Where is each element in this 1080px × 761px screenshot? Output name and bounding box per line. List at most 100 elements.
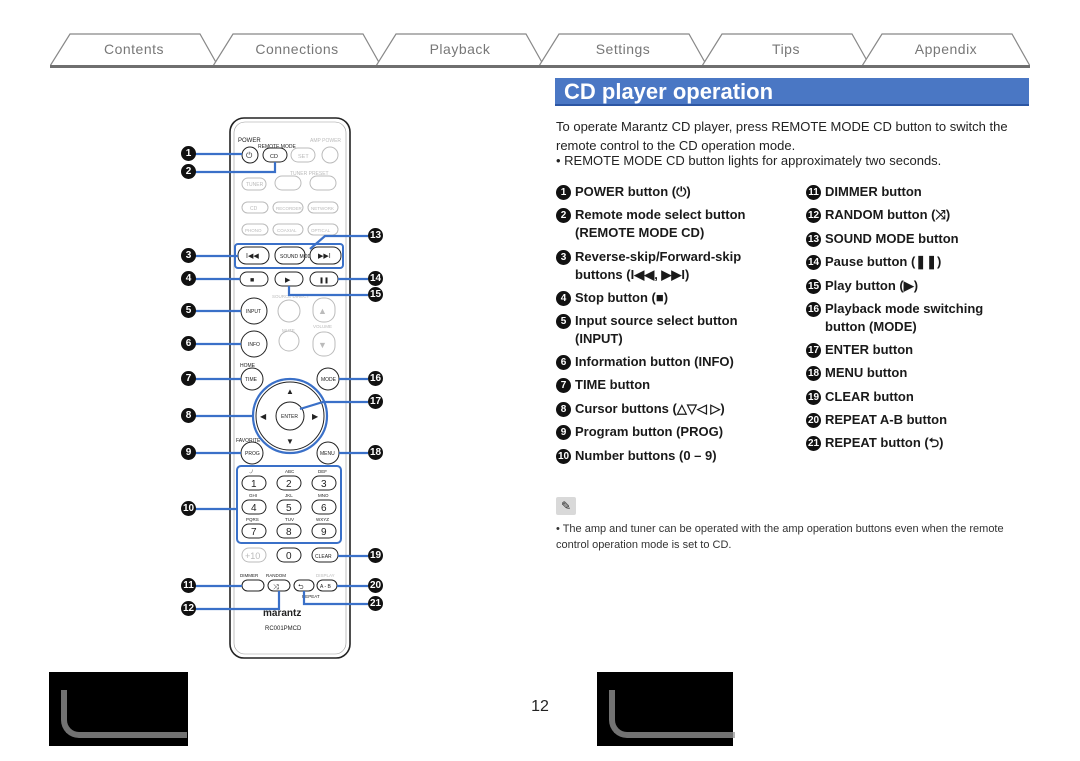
callout-15: 15 [368, 287, 383, 302]
legend-text-cont: (REMOTE MODE CD) [575, 225, 705, 240]
key-label: 0 [286, 551, 292, 562]
cursor-up-icon[interactable]: ▲ [286, 387, 294, 396]
dimmer-label: DIMMER [240, 573, 259, 578]
callout-20: 20 [368, 578, 383, 593]
plus10-button[interactable] [241, 547, 267, 563]
key-4[interactable] [241, 499, 267, 515]
volume-down-button[interactable] [312, 331, 336, 357]
input-label: INPUT [246, 309, 261, 315]
back-button[interactable] [49, 672, 188, 746]
coaxial-button[interactable] [272, 223, 304, 236]
pencil-icon: ✎ [556, 497, 576, 515]
repeat-button[interactable] [293, 579, 315, 592]
callout-number: 6 [556, 355, 571, 370]
volume-up-button[interactable] [312, 297, 336, 323]
key-0[interactable] [276, 547, 302, 563]
legend-text: Cursor buttons (△▽◁ ▷) [575, 401, 725, 416]
key-5[interactable] [276, 499, 302, 515]
key-label: 2 [286, 479, 292, 490]
legend-text: Remote mode select button [575, 207, 746, 222]
key-3[interactable] [311, 475, 337, 491]
legend-text: ENTER button [825, 342, 914, 357]
amp-power-button[interactable] [321, 146, 339, 164]
back-arrow-graphic [61, 690, 187, 738]
tuner-button[interactable] [241, 177, 267, 191]
source-direct-label: SOURCE DIRECT [272, 294, 310, 299]
legend-text: CLEAR button [825, 389, 914, 404]
cursor-down-icon[interactable]: ▼ [286, 437, 294, 446]
home-label: HOME [240, 363, 256, 369]
callout-11: 11 [181, 578, 196, 593]
cursor-right-icon[interactable]: ▶ [312, 412, 319, 421]
recorder-button[interactable] [272, 201, 304, 214]
mute-button[interactable] [278, 330, 300, 352]
preset-up-button[interactable] [309, 175, 337, 191]
key-7[interactable] [241, 523, 267, 539]
number-pad: .,/ ABC DEF 1 2 3 GHI JKL MNO 4 5 6 PQRS… [241, 469, 337, 539]
key-9[interactable] [311, 523, 337, 539]
tuner-label: TUNER [246, 182, 264, 188]
sound-mode-button[interactable] [274, 246, 306, 265]
source-cd-button[interactable] [241, 201, 269, 214]
mute-label: MUTE [282, 328, 295, 333]
callout-19: 19 [368, 548, 383, 563]
tab-outline [213, 33, 381, 67]
random-button[interactable] [267, 579, 291, 592]
network-button[interactable] [307, 201, 339, 214]
intro-paragraph: To operate Marantz CD player, press REMO… [556, 119, 1008, 153]
tab-playback[interactable]: Playback [376, 32, 544, 67]
optical-button[interactable] [307, 223, 339, 236]
skip-forward-button[interactable] [309, 246, 342, 265]
legend-text: Reverse-skip/Forward-skip [575, 249, 742, 264]
callout-21: 21 [368, 596, 383, 611]
legend-text: Input source select button [575, 313, 738, 328]
tab-outline [50, 33, 218, 67]
callout-3: 3 [181, 248, 196, 263]
key-letters: MNO [318, 493, 329, 498]
tab-connections[interactable]: Connections [213, 32, 381, 67]
ab-label: A - B [320, 584, 332, 590]
callout-8: 8 [181, 408, 196, 423]
key-label: 4 [251, 503, 257, 514]
display-label: DISPLAY [316, 573, 335, 578]
repeat-icon: ⮌ [298, 583, 304, 591]
source-direct-button[interactable] [277, 299, 301, 323]
tab-contents[interactable]: Contents [50, 32, 218, 67]
phono-button[interactable] [241, 223, 269, 236]
callout-2: 2 [181, 164, 196, 179]
legend-text: Pause button (❚❚) [825, 254, 942, 269]
enter-button[interactable] [275, 401, 305, 431]
legend-text: Program button (PROG) [575, 424, 724, 439]
tab-tips[interactable]: Tips [702, 32, 870, 67]
callout-number: 4 [556, 291, 571, 306]
callout-7: 7 [181, 371, 196, 386]
cursor-left-icon[interactable]: ◀ [260, 412, 267, 421]
tab-settings[interactable]: Settings [539, 32, 707, 67]
key-8[interactable] [276, 523, 302, 539]
forward-button[interactable] [597, 672, 735, 746]
key-2[interactable] [276, 475, 302, 491]
set-button[interactable] [290, 147, 316, 163]
dimmer-button[interactable] [241, 579, 265, 592]
key-6[interactable] [311, 499, 337, 515]
favorite-label: FAVORITE [236, 438, 261, 444]
preset-down-button[interactable] [274, 175, 302, 191]
callout-5: 5 [181, 303, 196, 318]
recorder-label: RECORDER [276, 206, 303, 211]
tab-appendix[interactable]: Appendix [862, 32, 1030, 67]
callout-number: 18 [806, 366, 821, 381]
skip-forward-icon: ▶▶I [318, 253, 331, 260]
key-1[interactable] [241, 475, 267, 491]
intro-bullet: • REMOTE MODE CD button lights for appro… [556, 153, 942, 168]
key-label: 5 [286, 503, 292, 514]
plus10-label: +10 [245, 551, 260, 561]
enter-label: ENTER [281, 414, 298, 420]
